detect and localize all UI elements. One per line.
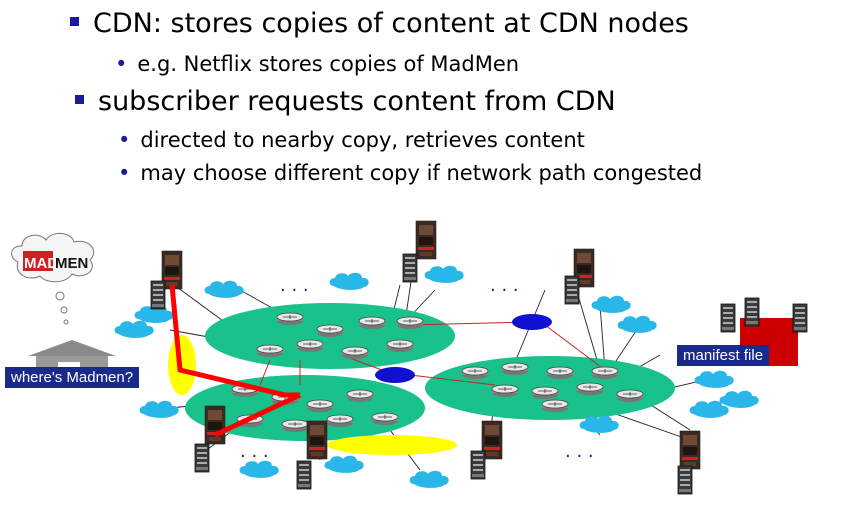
square-bullet-icon [75,95,84,104]
square-bullet-icon [70,17,79,26]
bullet-different-copy: •may choose different copy if network pa… [118,161,703,185]
cdn-node-top [512,314,552,330]
thought-bubble-icon [11,233,95,325]
dot-bullet-icon: • [115,52,128,76]
highlight-access-bottom [327,435,457,455]
ellipsis-3: · · · [240,446,269,467]
madmen-logo-text-1: MAD [24,255,58,272]
bullet-nearby-copy: •directed to nearby copy, retrieves cont… [118,128,585,152]
ellipsis-4: · · · [565,446,594,467]
cdn-node-middle [375,367,415,383]
backbone-links [259,321,606,386]
retrieval-path [213,392,302,438]
madmen-logo-red [23,251,53,271]
bullet-subscriber-request: subscriber requests content from CDN [75,86,616,117]
dot-bullet-icon: • [118,128,131,152]
ellipsis-1: · · · [280,280,309,301]
ellipsis-2: · · · [490,280,519,301]
bullet-netflix-example: •e.g. Netflix stores copies of MadMen [115,52,520,76]
request-label: where's Madmen? [5,367,140,388]
manifest-file-label: manifest file [677,345,770,366]
bullet-cdn-definition: CDN: stores copies of content at CDN nod… [70,8,689,39]
dot-bullet-icon: • [118,161,131,185]
madmen-logo-text-2: MEN [55,255,88,272]
request-path [169,284,300,398]
